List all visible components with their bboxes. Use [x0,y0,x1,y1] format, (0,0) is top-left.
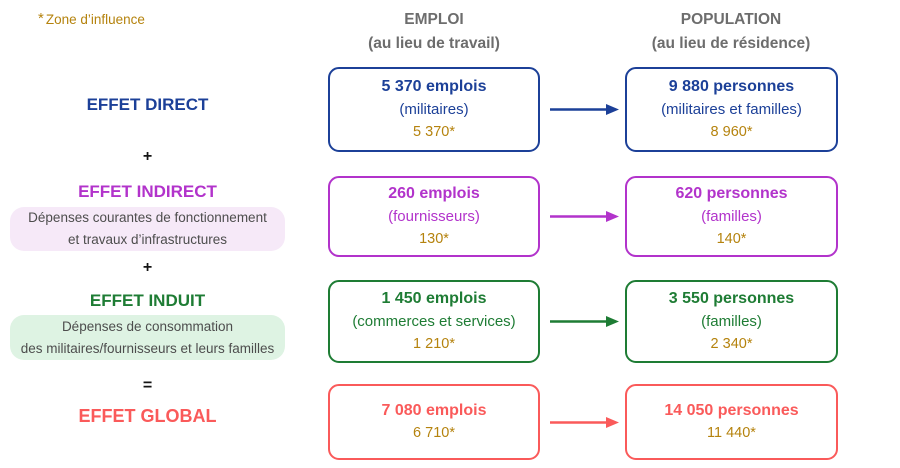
global-population-value: 14 050 personnes [664,402,799,420]
population-title: POPULATION [680,11,782,28]
plus-operator-2: + [142,259,153,276]
population-column-header: POPULATION (au lieu de résidence) [620,8,842,56]
induit-population-zone-value: 2 340* [710,335,753,352]
induit-emploi-value: 1 450 emplois [381,290,487,308]
effet-indirect-label: EFFET INDIRECT [78,182,217,201]
global-arrow-icon [550,417,619,428]
indirect-description-line-2: et travaux d’infrastructures [67,232,228,247]
indirect-emploi-zone-value: 130* [419,230,449,247]
induit-population-box: 3 550 personnes (familles) 2 340* [625,280,838,363]
direct-population-box: 9 880 personnes (militaires et familles)… [625,67,838,152]
global-population-zone-value: 11 440* [707,425,756,442]
zone-influence-label: Zone d’influence [45,12,145,27]
global-emploi-box: 7 080 emplois 6 710* [328,384,540,460]
global-population-box: 14 050 personnes 11 440* [625,384,838,460]
indirect-population-detail: (familles) [701,208,762,226]
global-emploi-value: 7 080 emplois [381,402,487,420]
direct-emploi-value: 5 370 emplois [381,78,487,96]
effet-indirect-description: Dépenses courantes de fonctionnement et … [10,207,285,251]
effet-induit-description: Dépenses de consommation des militaires/… [10,315,285,360]
zone-influence-note: *Zone d’influence [38,10,145,27]
population-subtitle: (au lieu de résidence) [651,35,811,52]
indirect-population-zone-value: 140* [716,230,747,247]
direct-population-zone-value: 8 960* [710,123,753,140]
effet-direct-label: EFFET DIRECT [86,95,209,114]
global-emploi-zone-value: 6 710* [413,425,455,442]
direct-emploi-zone-value: 5 370* [413,123,455,140]
emploi-subtitle: (au lieu de travail) [368,35,500,52]
induit-arrow-icon [550,316,619,327]
indirect-emploi-value: 260 emplois [388,185,480,203]
indirect-emploi-detail: (fournisseurs) [388,208,480,226]
direct-population-detail: (militaires et familles) [661,101,802,119]
emploi-title: EMPLOI [404,11,464,28]
direct-emploi-detail: (militaires) [399,101,469,119]
direct-population-value: 9 880 personnes [668,78,795,96]
induit-population-detail: (familles) [701,313,762,331]
induit-description-line-2: des militaires/fournisseurs et leurs fam… [20,340,275,356]
direct-emploi-box: 5 370 emplois (militaires) 5 370* [328,67,540,152]
effects-labels-column: EFFET DIRECT + EFFET INDIRECT Dépenses c… [0,0,295,468]
indirect-population-value: 620 personnes [675,185,788,203]
induit-description-line-1: Dépenses de consommation [61,318,234,334]
plus-operator-1: + [142,148,153,165]
effet-induit-label: EFFET INDUIT [89,291,206,310]
asterisk-marker: * [38,10,44,27]
induit-emploi-zone-value: 1 210* [413,335,455,352]
equals-operator: = [142,377,153,394]
direct-arrow-icon [550,104,619,115]
induit-population-value: 3 550 personnes [668,290,795,308]
indirect-arrow-icon [550,211,619,222]
indirect-population-box: 620 personnes (familles) 140* [625,176,838,257]
indirect-description-line-1: Dépenses courantes de fonctionnement [28,210,267,226]
effet-global-label: EFFET GLOBAL [78,406,217,426]
induit-emploi-box: 1 450 emplois (commerces et services) 1 … [328,280,540,363]
induit-emploi-detail: (commerces et services) [352,313,516,331]
indirect-emploi-box: 260 emplois (fournisseurs) 130* [328,176,540,257]
emploi-column-header: EMPLOI (au lieu de travail) [328,8,540,56]
